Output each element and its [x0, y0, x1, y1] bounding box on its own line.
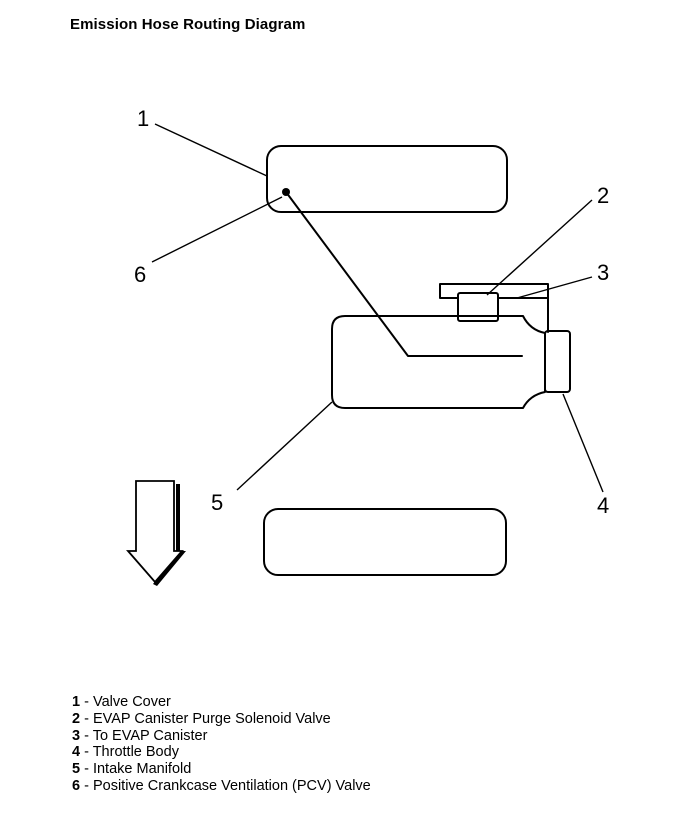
valve-cover-lower	[263, 508, 507, 576]
legend-number: 2	[72, 710, 81, 727]
legend-number: 3	[72, 727, 81, 744]
legend-number: 6	[72, 777, 81, 794]
legend-number: 1	[72, 694, 81, 710]
legend-item: 4 - Throttle Body	[72, 744, 371, 761]
legend-label: EVAP Canister Purge Solenoid Valve	[92, 710, 331, 727]
legend-separator: -	[80, 727, 93, 744]
legend-list: 1 - Valve Cover 2 - EVAP Canister Purge …	[72, 694, 371, 795]
callout-5: 5	[211, 490, 223, 515]
leader-line-5	[236, 401, 333, 491]
page-title: Emission Hose Routing Diagram	[70, 16, 306, 33]
pcv-valve-dot	[282, 188, 290, 196]
evap-purge-solenoid	[457, 292, 499, 322]
callout-4: 4	[597, 493, 609, 518]
legend-label: To EVAP Canister	[92, 727, 208, 744]
leader-line-6	[151, 196, 283, 263]
legend-separator: -	[80, 761, 93, 778]
callout-3: 3	[597, 260, 609, 285]
intake-manifold	[331, 315, 546, 409]
evap-solenoid-bracket	[439, 283, 549, 333]
leader-line-2	[486, 199, 593, 296]
callout-2: 2	[597, 183, 609, 208]
legend-number: 5	[72, 761, 81, 778]
legend-separator: -	[80, 744, 93, 761]
legend-label: Positive Crankcase Ventilation (PCV) Val…	[92, 777, 371, 794]
down-arrow-icon	[126, 480, 186, 586]
callout-1: 1	[137, 106, 149, 131]
legend-separator: -	[80, 710, 93, 727]
legend-label: Intake Manifold	[92, 761, 192, 778]
legend-label: Valve Cover	[92, 694, 171, 710]
legend-item: 5 - Intake Manifold	[72, 761, 371, 778]
legend-item: 6 - Positive Crankcase Ventilation (PCV)…	[72, 778, 371, 795]
leader-line-3	[516, 276, 593, 299]
leader-line-1	[154, 123, 268, 177]
legend-separator: -	[80, 777, 93, 794]
leader-line-4	[562, 393, 604, 493]
legend-number: 4	[72, 744, 81, 761]
pcv-hose	[285, 191, 523, 357]
legend-item: 1 - Valve Cover	[72, 694, 371, 711]
legend-separator: -	[80, 694, 93, 710]
valve-cover-upper	[266, 145, 508, 213]
legend-label: Throttle Body	[92, 744, 179, 761]
throttle-body	[544, 330, 571, 393]
legend-item: 2 - EVAP Canister Purge Solenoid Valve	[72, 711, 371, 728]
legend-item: 3 - To EVAP Canister	[72, 728, 371, 745]
callout-6: 6	[134, 262, 146, 287]
